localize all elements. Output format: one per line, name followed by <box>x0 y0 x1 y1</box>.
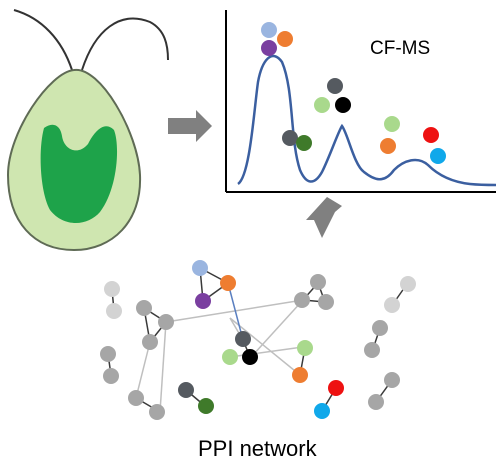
protein-light-green <box>314 97 330 113</box>
green-alga-cell-icon <box>6 9 169 252</box>
cf-ms-label: CF-MS <box>370 38 431 59</box>
protein-black <box>242 349 258 365</box>
flagellum-left <box>13 9 73 71</box>
network-edge <box>135 341 151 399</box>
protein-light-blue <box>192 260 208 276</box>
network-node <box>136 300 152 316</box>
protein-purple <box>195 293 211 309</box>
arrow-down-icon <box>306 197 342 238</box>
ppi-network-label: PPI network <box>198 436 317 461</box>
ppi-network-nodes <box>100 260 416 420</box>
cfms-chromatogram <box>225 10 497 193</box>
protein-dark-green <box>296 135 312 151</box>
protein-dark-gray <box>282 130 298 146</box>
network-edge <box>165 299 304 323</box>
flagellum-right <box>81 17 169 71</box>
protein-purple <box>261 40 277 56</box>
network-node <box>103 368 119 384</box>
arrow-right-icon <box>168 110 212 142</box>
network-node <box>128 390 144 406</box>
protein-light-green <box>222 349 238 365</box>
protein-orange <box>292 367 308 383</box>
protein-dark-green <box>198 398 214 414</box>
protein-cyan <box>430 148 446 164</box>
protein-orange <box>220 275 236 291</box>
network-edge <box>159 321 167 413</box>
network-node <box>158 314 174 330</box>
network-node <box>294 292 310 308</box>
protein-red <box>328 380 344 396</box>
protein-light-blue <box>261 22 277 38</box>
protein-light-green <box>297 340 313 356</box>
network-node <box>400 276 416 292</box>
protein-red <box>423 127 439 143</box>
network-node <box>372 320 388 336</box>
protein-dark-gray <box>327 78 343 94</box>
chromatogram-proteins <box>261 22 446 164</box>
protein-dark-gray <box>235 331 251 347</box>
chloroplast <box>40 124 118 223</box>
network-node <box>310 274 326 290</box>
network-edge <box>252 299 304 356</box>
network-node <box>368 394 384 410</box>
network-node <box>384 297 400 313</box>
protein-orange <box>277 31 293 47</box>
protein-light-green <box>384 116 400 132</box>
network-node <box>149 404 165 420</box>
network-node <box>142 334 158 350</box>
network-node <box>100 346 116 362</box>
network-node <box>104 281 120 297</box>
elution-profile-trace <box>237 54 497 187</box>
protein-orange <box>380 138 396 154</box>
network-edge <box>229 317 301 376</box>
network-node <box>106 303 122 319</box>
protein-cyan <box>314 403 330 419</box>
network-edge <box>227 282 244 341</box>
network-node <box>318 294 334 310</box>
network-node <box>384 372 400 388</box>
network-node <box>364 342 380 358</box>
protein-dark-gray <box>178 382 194 398</box>
protein-black <box>335 97 351 113</box>
